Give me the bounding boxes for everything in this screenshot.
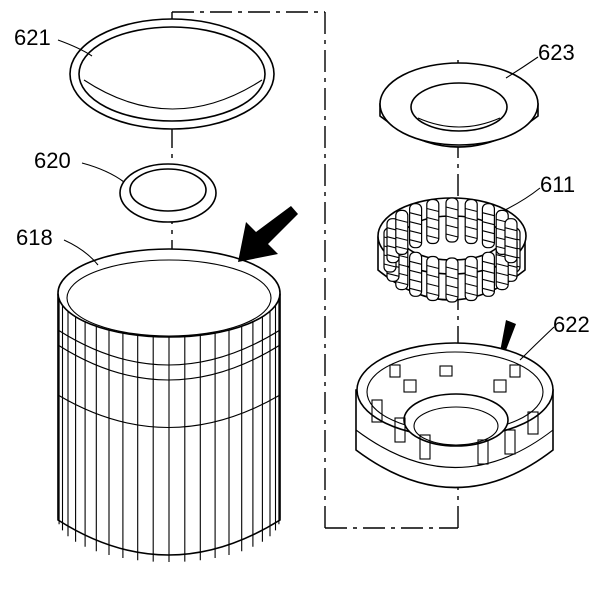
spring-coil-turn — [482, 239, 495, 244]
part-620-small-snap-ring — [119, 163, 217, 223]
spring-coil-turn — [465, 291, 478, 297]
spring-coil-turn — [504, 236, 518, 241]
spring-coil-turn — [383, 263, 397, 268]
spring-coil-turn — [409, 221, 422, 226]
spring-coil-turn — [504, 254, 518, 259]
spring-coil-turn — [409, 230, 422, 235]
spring-coil-turn — [482, 269, 495, 274]
spring-coil-turn — [426, 291, 439, 297]
spring-coil-turn — [496, 281, 509, 286]
spring-coil-turn — [426, 264, 439, 270]
spring-coil-turn — [395, 245, 408, 250]
spring-coil-turn — [386, 272, 400, 277]
callout-621: 621 — [14, 25, 51, 50]
spring-coil-turn — [465, 207, 478, 213]
spring-coil-turn — [426, 216, 439, 222]
spring-coil-turn — [445, 275, 459, 280]
spring-coil-turn — [482, 212, 495, 217]
spring-coil-turn — [426, 234, 439, 240]
spring-coil-turn — [445, 224, 459, 229]
spring-coil-turn — [395, 236, 408, 241]
callout-618: 618 — [16, 225, 53, 250]
spring-coil-turn — [496, 272, 509, 277]
part-611-return-springs — [377, 197, 527, 303]
spring-coil-turn — [465, 273, 478, 279]
spring-coil-turn — [482, 230, 495, 235]
spring-coil-turn — [426, 273, 439, 279]
part-621-large-snap-ring — [69, 18, 275, 130]
spring-coil-turn — [409, 269, 422, 274]
spring-coil-turn — [445, 233, 459, 238]
spring-coil-turn — [465, 264, 478, 270]
spring-coil-turn — [482, 221, 495, 226]
spring-coil-turn — [482, 260, 495, 265]
spring-coil-turn — [496, 263, 509, 268]
spring-coil-turn — [409, 260, 422, 265]
callout-623: 623 — [538, 40, 575, 65]
spring-coil-turn — [465, 282, 478, 288]
spring-coil-turn — [409, 239, 422, 244]
spring-coil-turn — [465, 216, 478, 222]
spring-coil-turn — [445, 284, 459, 289]
spring-coil-turn — [395, 227, 408, 232]
spring-coil-turn — [504, 245, 518, 250]
part-618-clutch-housing — [57, 248, 281, 562]
callout-622: 622 — [553, 312, 590, 337]
spring-coil-turn — [426, 282, 439, 288]
part-623-retainer-plate — [379, 62, 539, 148]
spring-coil-turn — [465, 234, 478, 240]
spring-coil-turn — [386, 254, 400, 259]
part-622-piston-housing — [355, 342, 554, 489]
spring-coil-turn — [465, 225, 478, 231]
spring-coil-turn — [445, 293, 459, 298]
arrow-618-indicator — [238, 206, 298, 262]
spring-coil-turn — [409, 212, 422, 217]
callout-611: 611 — [540, 172, 575, 197]
spring-coil-turn — [409, 287, 422, 292]
spring-coil-turn — [395, 218, 408, 223]
spring-coil-turn — [482, 287, 495, 292]
spring-coil-turn — [504, 227, 518, 232]
leader-lines — [57, 39, 555, 361]
spring-coil-turn — [445, 266, 459, 271]
spring-coil-turn — [482, 278, 495, 283]
spring-coil-turn — [395, 281, 408, 286]
spring-coil-turn — [426, 207, 439, 213]
spring-coil-turn — [426, 225, 439, 231]
spring-coil-turn — [445, 215, 459, 220]
spring-coil-turn — [409, 278, 422, 283]
callout-620: 620 — [34, 148, 71, 173]
spring-coil-turn — [445, 206, 459, 211]
